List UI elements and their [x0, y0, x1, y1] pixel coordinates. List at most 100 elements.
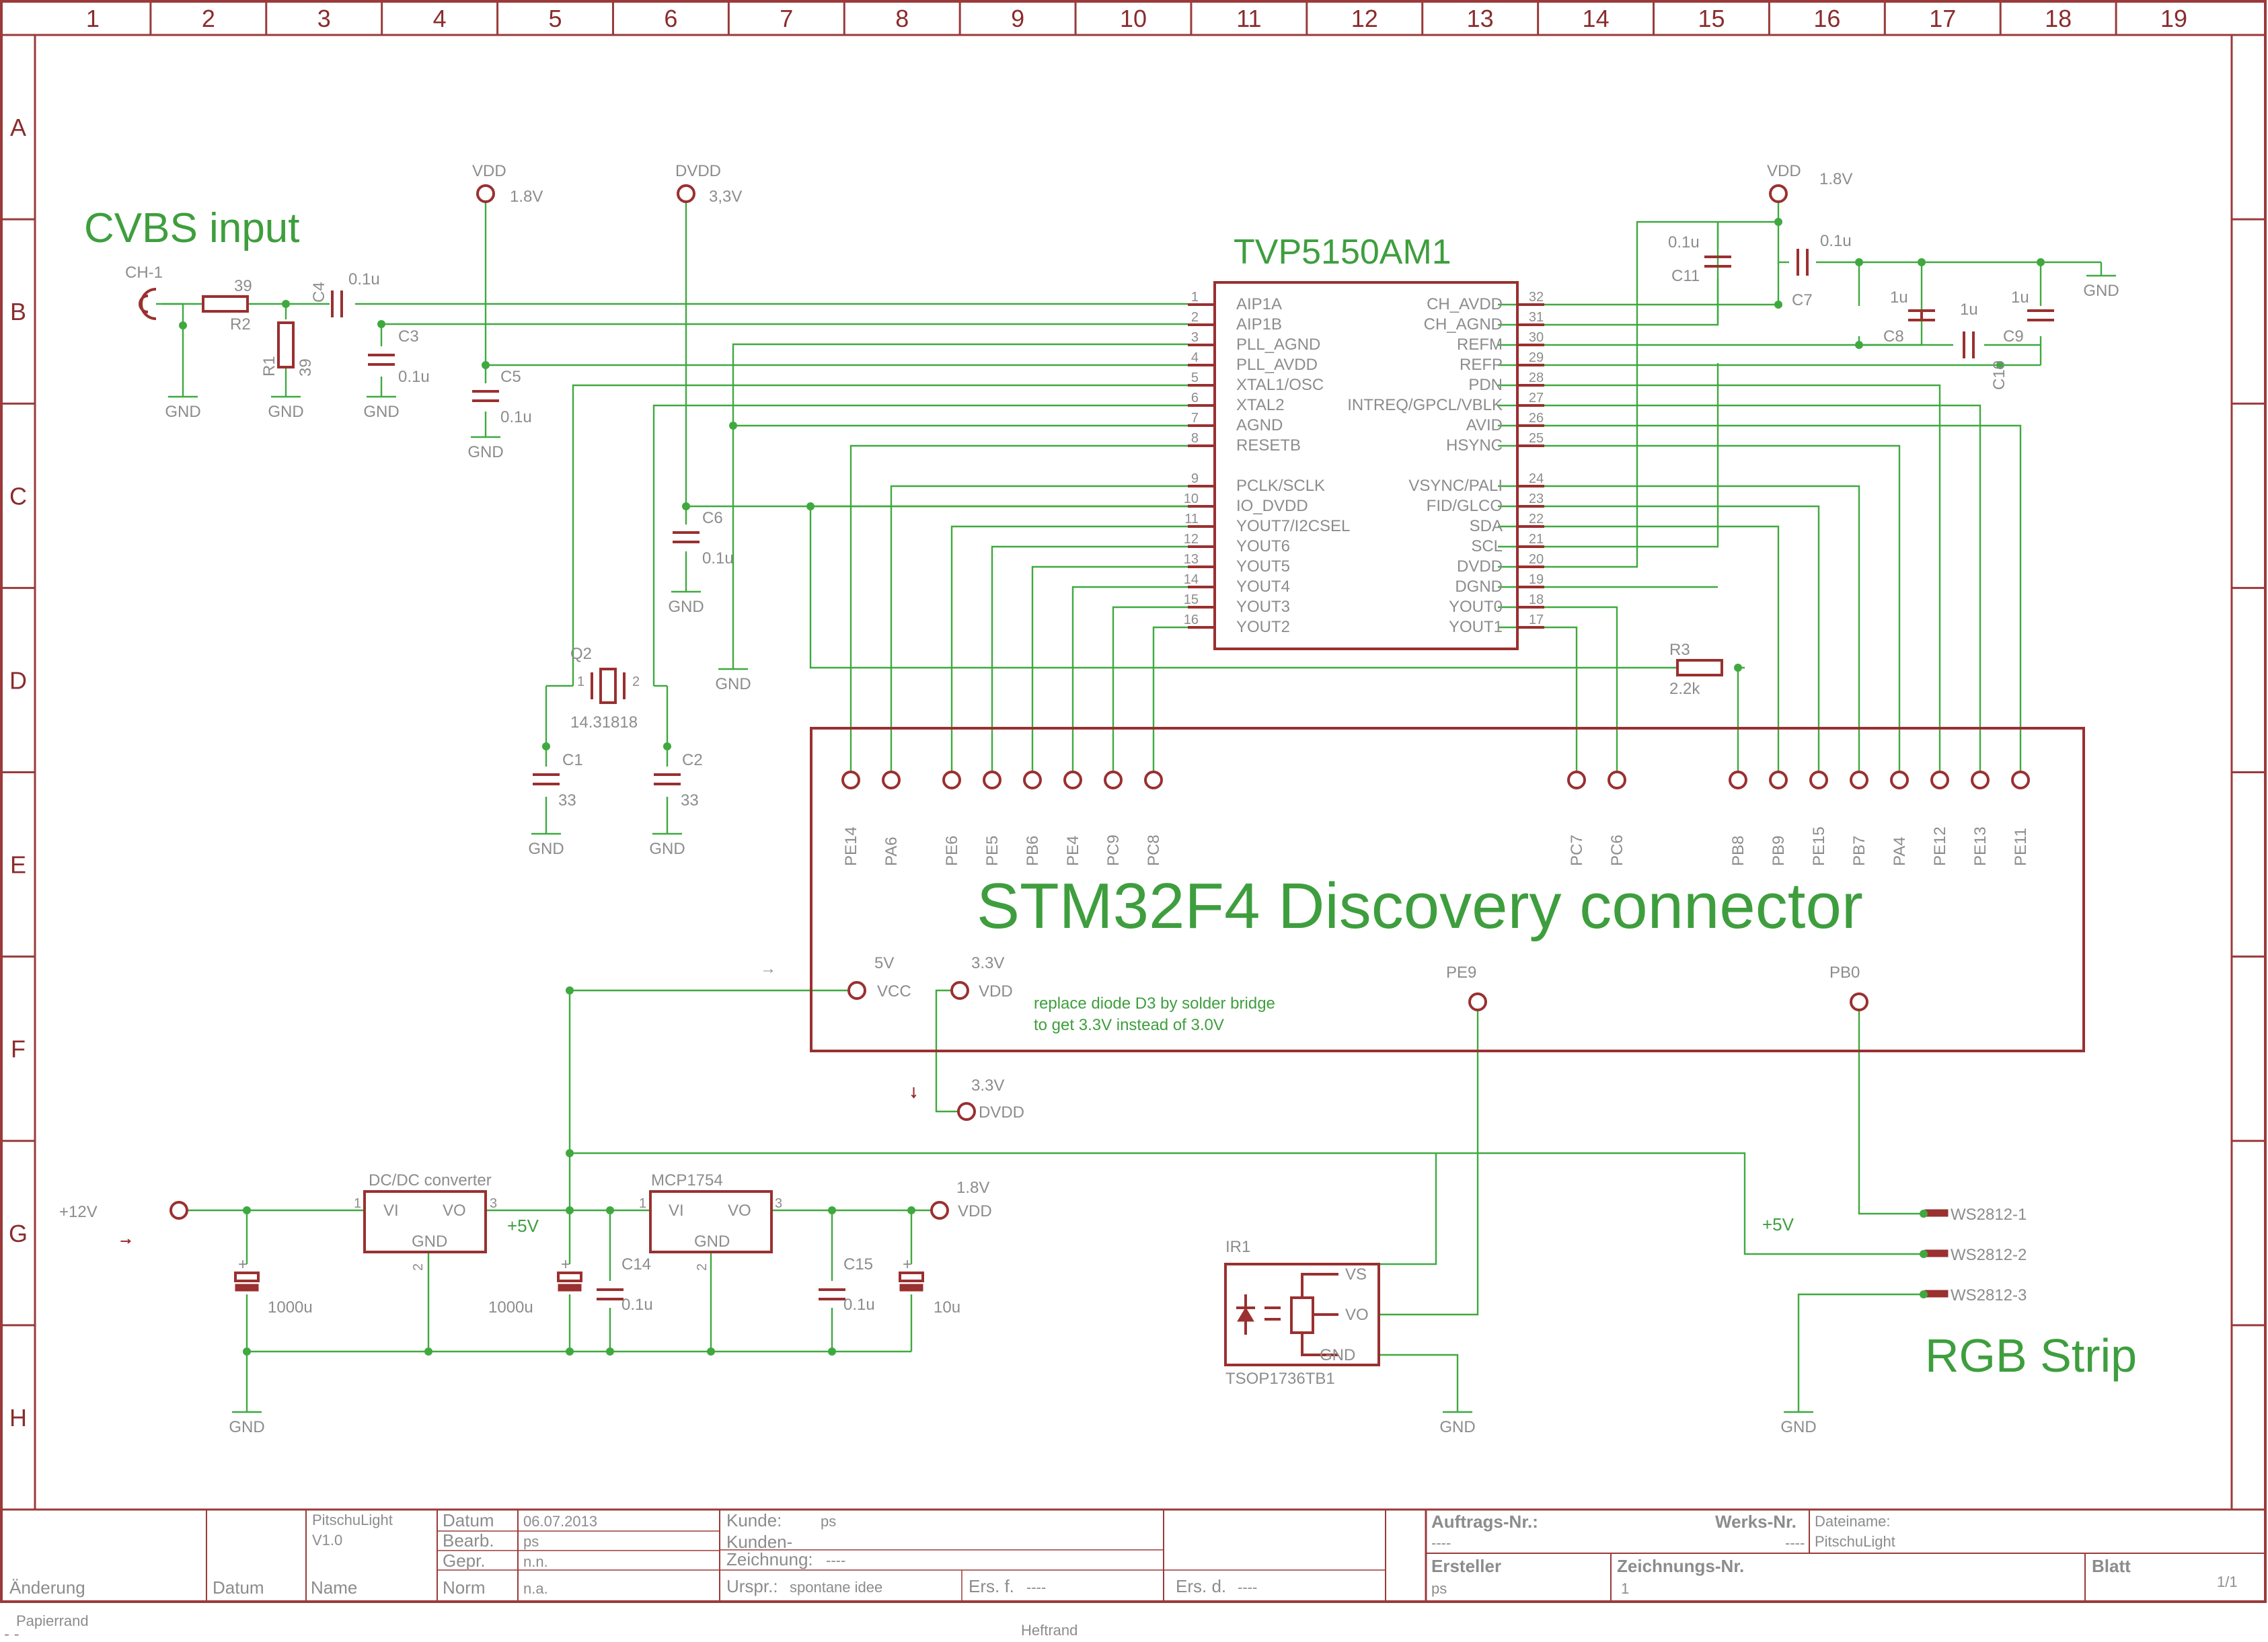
tvp-pin-name: REFP — [1460, 356, 1503, 374]
q2-pin1: 1 — [577, 674, 584, 689]
c10-value: 1u — [1960, 301, 1978, 319]
gnd-label: GND — [715, 675, 751, 693]
c3-value: 0.1u — [398, 368, 430, 386]
tb-papierrand: Papierrand — [16, 1612, 89, 1629]
r3-label: R3 — [1669, 641, 1690, 659]
vcc-pin-icon — [847, 981, 866, 1000]
vdd-c-label: VDD — [979, 982, 1013, 1001]
stm-heading: STM32F4 Discovery connector — [977, 870, 1863, 942]
column-label: 7 — [780, 5, 793, 32]
tvp-pin-number: 31 — [1529, 310, 1544, 325]
connector-pin-icon — [1930, 771, 1949, 789]
c1-value: 33 — [558, 791, 576, 810]
tvp-pin-number: 30 — [1529, 330, 1544, 345]
vdd-a-label: VDD — [472, 162, 506, 180]
connector-pin-icon — [942, 771, 961, 789]
tvp-pin-number: 15 — [1184, 592, 1199, 607]
cvbs-heading: CVBS input — [84, 205, 300, 251]
vdd-c5-section: VDD 1.8V C5 0.1u — [472, 162, 543, 426]
c2-value: 33 — [681, 791, 699, 810]
connector-pin-icon — [882, 771, 901, 789]
connector-pin-icon — [1104, 771, 1123, 789]
c8-label: C8 — [1883, 327, 1904, 346]
arrow-down-mark: ↓ — [909, 1081, 918, 1101]
row-label: C — [9, 482, 27, 510]
ir-vs: VS — [1345, 1265, 1367, 1284]
c-in-value: 1000u — [268, 1298, 313, 1317]
mcp-vo: VO — [728, 1202, 751, 1220]
tvp-pin-number: 7 — [1191, 411, 1199, 426]
ch1-label: CH-1 — [125, 264, 163, 282]
tb-project: PitschuLight — [312, 1512, 393, 1528]
connector-pin-label: PB9 — [1770, 836, 1788, 866]
dvdd-c-volt: 3.3V — [971, 1077, 1004, 1095]
tvp-pin-number: 22 — [1529, 512, 1544, 526]
vcc-volt: 5V — [874, 954, 894, 972]
ir-receiver: IR1 VS VO GND TSOP1736TB1 — [1224, 1238, 1380, 1388]
tb-zeichnungsnr-label: Zeichnungs-Nr. — [1617, 1556, 1744, 1576]
r1-label: R1 — [260, 356, 278, 377]
plus5v-a: +5V — [507, 1216, 539, 1236]
pb0-label: PB0 — [1829, 964, 1860, 982]
c2-label: C2 — [682, 751, 703, 769]
c9-label: C9 — [2003, 327, 2024, 346]
c8-value: 1u — [1890, 288, 1908, 307]
tb-aenderung: Änderung — [9, 1577, 85, 1598]
arrow-mark-a: → — [760, 960, 776, 978]
column-label: 4 — [433, 5, 447, 32]
tvp-pin-name: YOUT4 — [1236, 578, 1290, 596]
column-label: 19 — [2160, 5, 2187, 32]
tvp-pin-number: 21 — [1529, 532, 1544, 547]
connector-pin-label: PA4 — [1891, 836, 1909, 866]
gnd-label: GND — [467, 443, 503, 461]
tb-ersd-label: Ers. d. — [1176, 1576, 1226, 1596]
wires — [156, 202, 2103, 1412]
tvp-pin-name: AIP1B — [1236, 315, 1282, 334]
gnd-label: GND — [668, 598, 704, 616]
tb-zeichnung-value: ---- — [826, 1552, 845, 1569]
column-label: 5 — [549, 5, 562, 32]
connector-pin-label: PE14 — [842, 826, 860, 866]
tb-heftrand: Heftrand — [1021, 1622, 1078, 1639]
tvp-pin-number: 3 — [1191, 330, 1199, 345]
q2-value: 14.31818 — [570, 713, 638, 732]
vdd-b-supply-icon — [1769, 184, 1788, 203]
tvp-pin-number: 27 — [1529, 391, 1544, 405]
c-mid-plus: + — [561, 1255, 570, 1274]
dvdd-a-label: DVDD — [675, 162, 721, 180]
tb-urspr-label: Urspr.: — [726, 1576, 778, 1596]
c5-value: 0.1u — [500, 408, 532, 426]
gnd-label: GND — [1780, 1418, 1816, 1436]
c6-label: C6 — [702, 509, 723, 527]
connector-pin-label: PB6 — [1024, 836, 1042, 866]
tvp-right-pins: 32CH_AVDD31CH_AGND30REFM29REFP28PDN27INT… — [1347, 290, 1544, 636]
tb-urspr-value: spontane idee — [790, 1579, 882, 1596]
column-label: 10 — [1120, 5, 1147, 32]
tvp-pin-name: YOUT0 — [1449, 598, 1503, 616]
tb-auftrags-label: Auftrags-Nr.: — [1431, 1512, 1538, 1532]
column-label: 9 — [1011, 5, 1024, 32]
connector-pin-label: PE6 — [943, 836, 961, 866]
dvdd-supply-icon — [677, 184, 695, 203]
connector-pin-label: PB8 — [1729, 836, 1747, 866]
dcdc-vo: VO — [443, 1202, 466, 1220]
column-label: 14 — [1583, 5, 1610, 32]
tvp-pin-name: DGND — [1455, 578, 1503, 596]
tb-werks-label: Werks-Nr. — [1715, 1512, 1797, 1532]
connector-pin-icon — [841, 771, 860, 789]
tb-gepr-value: n.n. — [523, 1553, 548, 1570]
tb-datum: Datum — [213, 1577, 264, 1598]
ws3-label: WS2812-3 — [1951, 1286, 2027, 1304]
vdd-a-value: 1.8V — [510, 188, 543, 206]
tvp-pin-name: AGND — [1236, 416, 1283, 434]
power-section: +12V → + 1000u DC/DC converter VI VO GND… — [59, 1171, 992, 1317]
dvdd-pin-icon — [957, 1102, 976, 1121]
gnd-label: GND — [2083, 282, 2119, 300]
ws2-label: WS2812-2 — [1951, 1246, 2027, 1264]
dcdc-pin2: 2 — [411, 1263, 426, 1271]
vdd-c-volt: 3.3V — [971, 954, 1004, 972]
gnd-label: GND — [649, 840, 685, 858]
